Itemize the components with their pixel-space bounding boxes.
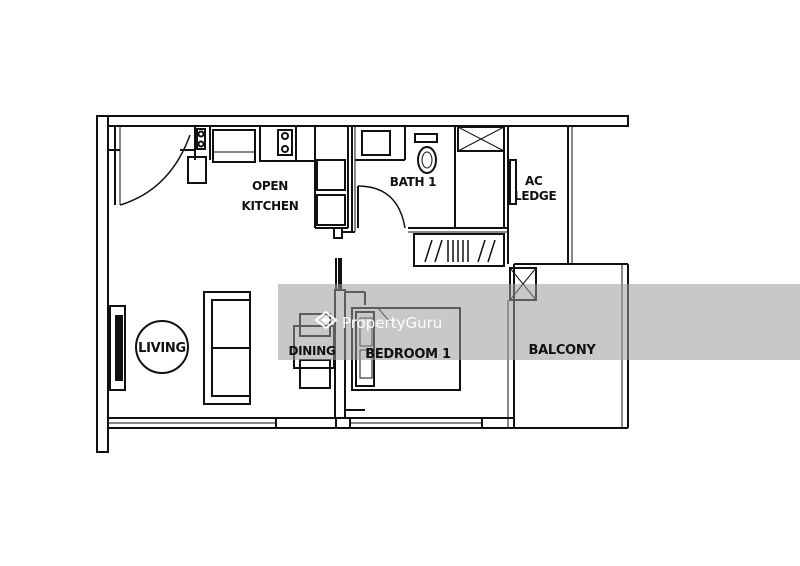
ac-ledge-area: [509, 126, 573, 301]
propertyguru-logo-icon: [314, 310, 338, 330]
entry-door: [108, 126, 195, 206]
label-bedroom: BEDROOM 1: [365, 347, 451, 362]
label-open-kitchen-line2: KITCHEN: [242, 199, 299, 213]
room-labels: OPEN KITCHEN BATH 1 AC LEDGE LIVING DINI…: [138, 174, 597, 362]
wardrobe: [413, 233, 505, 267]
label-balcony: BALCONY: [528, 343, 596, 358]
tv-console: [109, 305, 126, 391]
propertyguru-watermark: PropertyGuru: [278, 284, 800, 360]
label-ac-ledge-line1: AC: [525, 174, 543, 188]
label-ac-ledge-line2: LEDGE: [514, 189, 556, 203]
outer-walls: [96, 115, 629, 453]
bathroom-walls: [351, 126, 508, 233]
living-room-label-circle: [135, 320, 189, 374]
sofa: [203, 291, 251, 405]
watermark-text: PropertyGuru: [342, 314, 442, 332]
label-bath: BATH 1: [390, 175, 436, 189]
label-living: LIVING: [138, 341, 186, 356]
label-open-kitchen-line1: OPEN: [252, 179, 288, 193]
shower-box: [457, 126, 509, 264]
kitchen-counter: [187, 125, 355, 239]
label-dining: DINING: [288, 344, 335, 358]
